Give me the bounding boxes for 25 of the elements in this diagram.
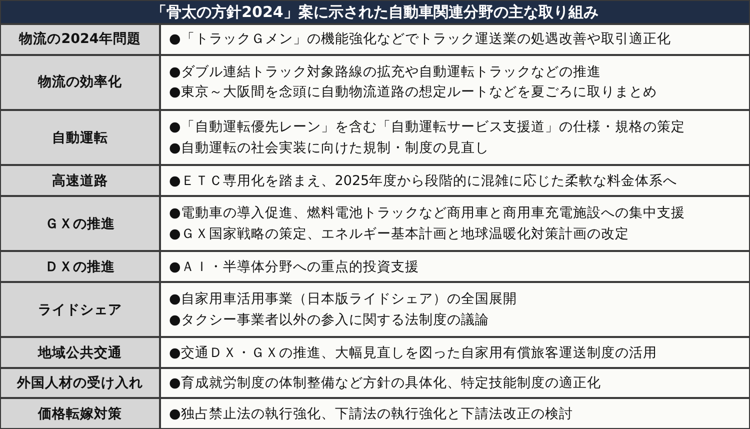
bullet-item: ●タクシー事業者以外の参入に関する法制度の議論 bbox=[169, 312, 489, 328]
row-header: 高速道路 bbox=[1, 166, 159, 195]
row-header: 地域公共交通 bbox=[1, 338, 159, 367]
bullet-item: ●ＧＸ国家戦略の策定、エネルギー基本計画と地球温暖化対策計画の改定 bbox=[169, 226, 629, 242]
bullet-item: ●東京～大阪間を念頭に自動物流道路の想定ルートなどを夏ごろに取りまとめ bbox=[169, 84, 657, 100]
row-header: ＧＸの推進 bbox=[1, 196, 159, 250]
row-header: 外国人材の受け入れ bbox=[1, 368, 159, 398]
bullet-item: ●ダブル連結トラック対象路線の拡充や自動運転トラックなどの推進 bbox=[169, 64, 601, 80]
bullet-item: ●ＥＴＣ専用化を踏まえ、2025年度から段階的に混雑に応じた柔軟な料金体系へ bbox=[169, 172, 678, 189]
table-title: 「骨太の方針2024」案に示された自動車関連分野の主な取り組み bbox=[1, 1, 749, 23]
bullet-item: ●ＡＩ・半導体分野への重点的投資支援 bbox=[169, 258, 419, 275]
row-header: 物流の効率化 bbox=[1, 56, 159, 109]
bullet-item: ●自動運転の社会実装に向けた規制・制度の見直し bbox=[169, 140, 489, 156]
row-header: ライドシェア bbox=[1, 282, 159, 336]
row-header: 物流の2024年問題 bbox=[1, 25, 159, 54]
row-header: ＤＸの推進 bbox=[1, 252, 159, 281]
bullet-item: ●独占禁止法の執行強化、下請法の執行強化と下請法改正の検討 bbox=[169, 406, 573, 422]
bullet-item: ●育成就労制度の体制整備など方針の具体化、特定技能制度の適正化 bbox=[169, 375, 601, 392]
bullet-item: ●「トラックＧメン」の機能強化などでトラック運送業の処遇改善や取引適正化 bbox=[169, 31, 671, 48]
bullet-item: ●自家用車活用事業（日本版ライドシェア）の全国展開 bbox=[169, 291, 517, 308]
bullet-item: ●交通ＤＸ・ＧＸの推進、大幅見直しを図った自家用有償旅客運送制度の活用 bbox=[169, 344, 657, 361]
bullet-item: ●電動車の導入促進、燃料電池トラックなど商用車と商用車充電施設への集中支援 bbox=[169, 205, 685, 222]
row-header: 価格転嫁対策 bbox=[1, 399, 159, 428]
row-header: 自動運転 bbox=[1, 110, 159, 164]
bullet-item: ●「自動運転優先レーン」を含む「自動運転サービス支援道」の仕様・規格の策定 bbox=[169, 119, 685, 136]
